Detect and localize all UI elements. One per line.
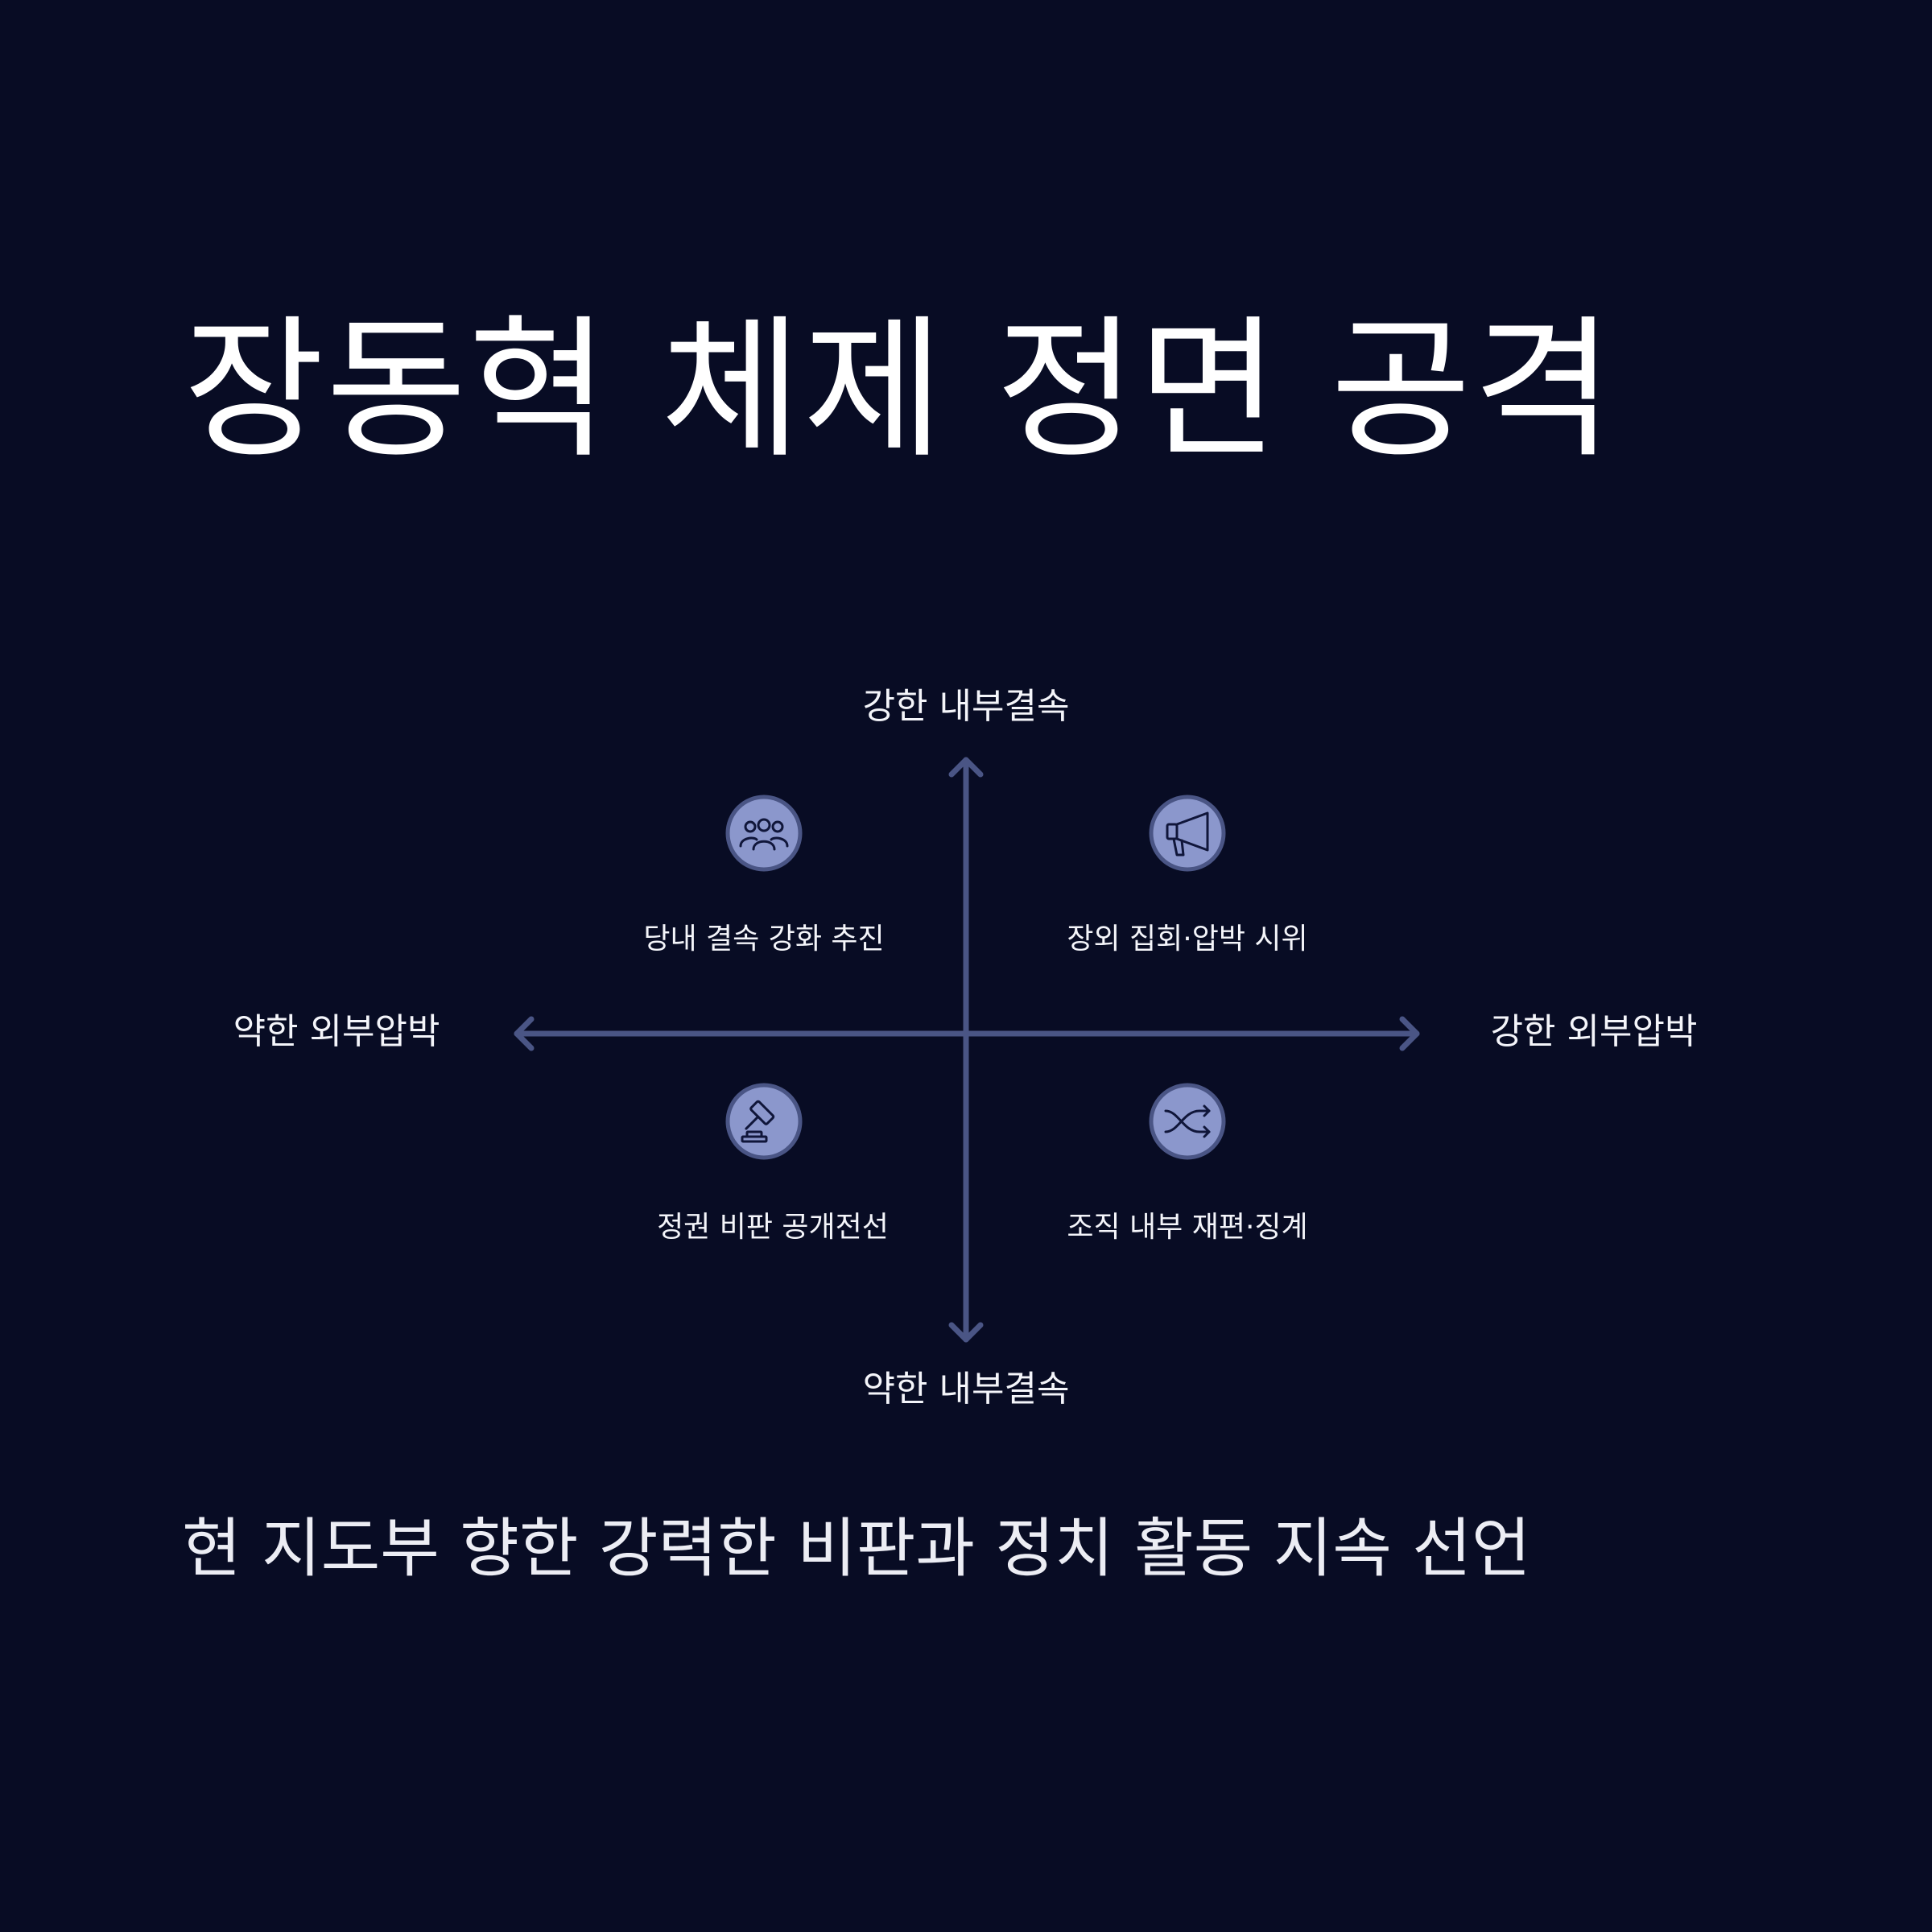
axis-label-right: 강한 외부압박 <box>1491 1011 1698 1052</box>
axis-label-left: 약한 외부압박 <box>233 1011 440 1052</box>
megaphone-icon <box>1166 811 1209 857</box>
axes <box>514 757 1420 1343</box>
quadrant-top-left: 당내 결속 강화 추진 <box>643 795 885 956</box>
arrow-right-icon <box>1399 1016 1420 1051</box>
people-group-icon <box>739 818 789 851</box>
quadrant-top-right-label: 장외 집회·압박 시위 <box>1067 923 1307 956</box>
quadrant-top-right: 장외 집회·압박 시위 <box>1067 795 1308 956</box>
page-title: 장동혁 체제 정면 공격 <box>184 301 1616 479</box>
quadrant-bottom-right: 조직 내부 재편·징계 <box>1067 1083 1308 1244</box>
shuffle-icon <box>1164 1104 1211 1138</box>
quadrant-bottom-left-label: 정권 비판 공개전선 <box>657 1211 889 1244</box>
quadrant-bottom-right-label: 조직 내부 재편·징계 <box>1067 1211 1307 1244</box>
axis-label-top: 강한 내부결속 <box>863 686 1070 727</box>
arrow-left-icon <box>514 1016 535 1051</box>
quadrant-bottom-right-icon-bg <box>1149 1083 1226 1160</box>
quadrant-bottom-left: 정권 비판 공개전선 <box>657 1083 889 1244</box>
quadrant-top-right-icon-bg <box>1149 795 1226 872</box>
arrow-down-icon <box>948 1322 984 1343</box>
page-subtitle: 현 지도부 향한 강력한 비판과 정치 활동 지속 선언 <box>182 1511 1531 1586</box>
quadrant-top-left-label: 당내 결속 강화 추진 <box>643 923 884 956</box>
quadrant-top-left-icon-bg <box>725 795 803 872</box>
axis-label-bottom: 약한 내부결속 <box>863 1368 1070 1410</box>
arrow-up-icon <box>948 757 984 778</box>
gavel-icon <box>741 1100 775 1143</box>
